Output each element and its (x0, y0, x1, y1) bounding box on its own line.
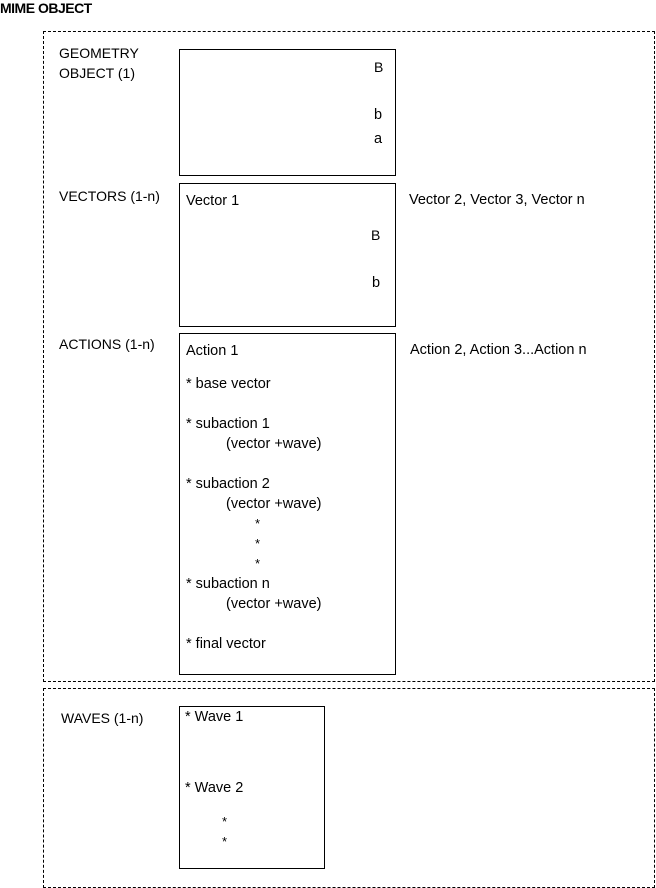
vectors-label: VECTORS (1-n) (59, 188, 160, 204)
geometry-mark-b: b (374, 107, 383, 123)
waves-label: WAVES (1-n) (61, 710, 144, 726)
action-1-title: Action 1 (186, 343, 239, 359)
action-subaction-n: * subaction n (186, 576, 270, 592)
action-subaction-n-detail: (vector +wave) (226, 596, 322, 612)
action-final-vector: * final vector (186, 636, 266, 652)
vector-1-box: Vector 1 B b (179, 183, 396, 327)
waves-box: * Wave 1 * Wave 2 * * (179, 706, 325, 869)
vector-mark-B: B (371, 227, 381, 243)
action-subaction-2-detail: (vector +wave) (226, 496, 322, 512)
geometry-label-line2: OBJECT (1) (59, 65, 135, 81)
geometry-object-box: B b a (179, 49, 396, 176)
action-subaction-1: * subaction 1 (186, 416, 270, 432)
wave-ellipsis-star: * (222, 834, 228, 849)
wave-ellipsis-star: * (222, 814, 228, 829)
diagram-title: MIME OBJECT (0, 0, 92, 16)
actions-label: ACTIONS (1-n) (59, 336, 155, 352)
vector-1-title: Vector 1 (186, 193, 240, 209)
action-1-box: Action 1 * base vector * subaction 1 (ve… (179, 333, 396, 675)
mime-object-region (43, 31, 655, 682)
geometry-mark-B: B (374, 59, 384, 75)
other-vectors-label: Vector 2, Vector 3, Vector n (409, 192, 585, 208)
action-subaction-2: * subaction 2 (186, 476, 270, 492)
action-ellipsis-star: * (255, 536, 261, 551)
action-subaction-1-detail: (vector +wave) (226, 436, 322, 452)
action-ellipsis-star: * (255, 556, 261, 571)
action-base-vector: * base vector (186, 376, 271, 392)
vector-mark-b: b (372, 275, 381, 291)
geometry-label-line1: GEOMETRY (59, 45, 139, 61)
geometry-mark-a: a (374, 131, 383, 147)
other-actions-label: Action 2, Action 3...Action n (410, 342, 587, 358)
wave-2: * Wave 2 (185, 780, 244, 796)
wave-1: * Wave 1 (185, 709, 244, 725)
action-ellipsis-star: * (255, 516, 261, 531)
